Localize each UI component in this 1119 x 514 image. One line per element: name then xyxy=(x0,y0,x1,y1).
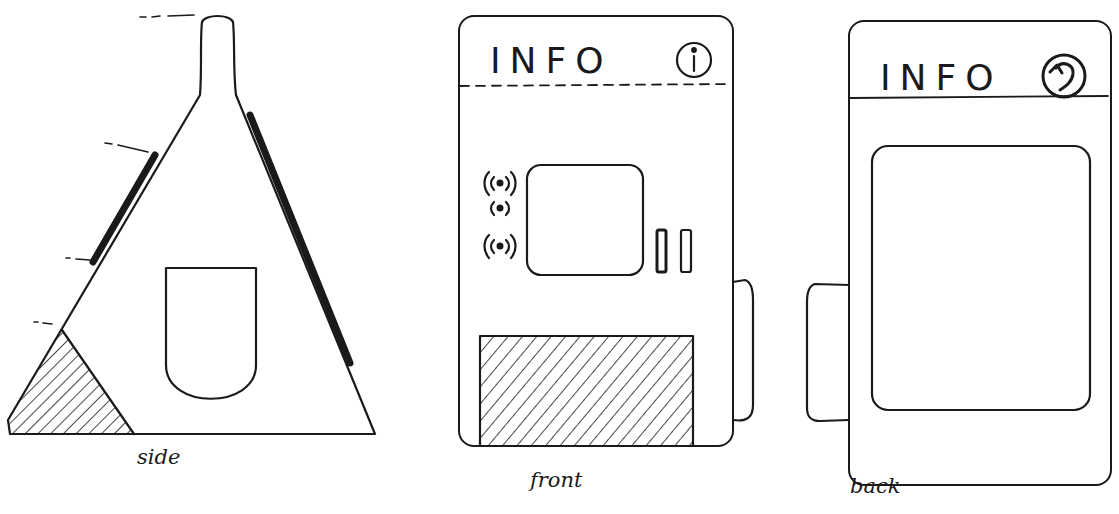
back-screen xyxy=(872,146,1090,410)
card-slot xyxy=(657,230,666,272)
view-caption: front xyxy=(530,470,582,491)
front-panel: INFO xyxy=(458,15,734,447)
side-pocket xyxy=(166,268,256,399)
back-icon xyxy=(1043,55,1085,97)
card-slot xyxy=(681,230,691,272)
back-arrow-head xyxy=(1050,65,1062,73)
tick-mark xyxy=(140,16,146,18)
tick-mark xyxy=(43,323,52,324)
side-bar-left xyxy=(93,155,155,262)
front-screen xyxy=(527,165,643,275)
tick-mark xyxy=(34,321,38,323)
front-hatch xyxy=(480,336,693,446)
panel-heading: INFO xyxy=(880,60,1003,96)
wireless-symbol xyxy=(485,235,516,258)
info-icon-stem xyxy=(693,56,695,71)
back-panel: INFO xyxy=(848,20,1112,486)
tick-mark xyxy=(66,257,70,259)
view-caption: side xyxy=(137,447,180,468)
view-caption: back xyxy=(850,476,900,497)
tick-mark xyxy=(118,145,148,152)
front-tab xyxy=(733,280,753,420)
back-tab xyxy=(807,284,849,421)
side-hatch xyxy=(10,330,134,434)
tick-mark xyxy=(152,16,160,17)
side-bar-right xyxy=(250,115,350,363)
info-icon xyxy=(677,43,711,77)
front-divider xyxy=(460,84,731,86)
hatch-border xyxy=(62,330,134,434)
info-icon-dot xyxy=(692,48,696,52)
panel-heading: INFO xyxy=(490,43,613,79)
tick-mark xyxy=(76,259,90,260)
tick-mark xyxy=(105,143,112,144)
side-outline xyxy=(8,16,375,434)
tick-mark xyxy=(168,15,194,16)
wireless-symbol xyxy=(485,172,516,215)
